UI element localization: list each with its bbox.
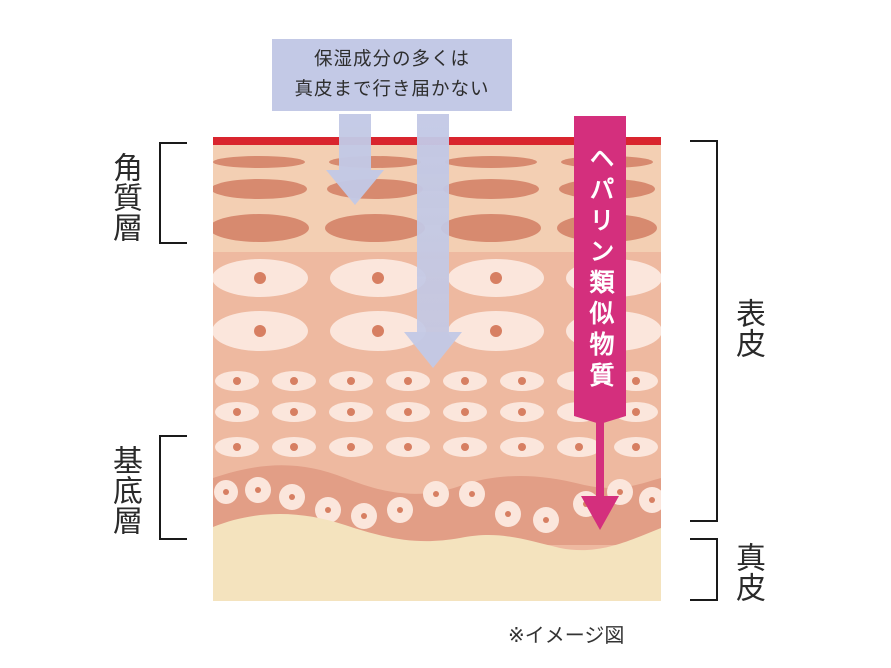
stratum-corneum-label: 角質層 — [107, 152, 142, 242]
image-note: ※イメージ図 — [508, 623, 625, 647]
brackets — [159, 140, 718, 601]
moisture-caption: 保湿成分の多くは 真皮まで行き届かない — [272, 39, 512, 111]
dermis-label: 真皮 — [730, 542, 765, 602]
epidermis-label: 表皮 — [730, 298, 765, 358]
moisture-arrows — [326, 114, 462, 368]
basal-cells — [214, 477, 661, 533]
caption-line-1: 保湿成分の多くは — [313, 49, 470, 70]
small-cells — [215, 371, 658, 457]
heparinoid-arrow — [574, 116, 626, 530]
basal-layer-label: 基底層 — [107, 445, 142, 535]
dermis-layer — [213, 513, 661, 601]
heparinoid-label: ヘパリン類似物質 — [586, 145, 615, 393]
caption-line-2: 真皮まで行き届かない — [294, 79, 490, 100]
